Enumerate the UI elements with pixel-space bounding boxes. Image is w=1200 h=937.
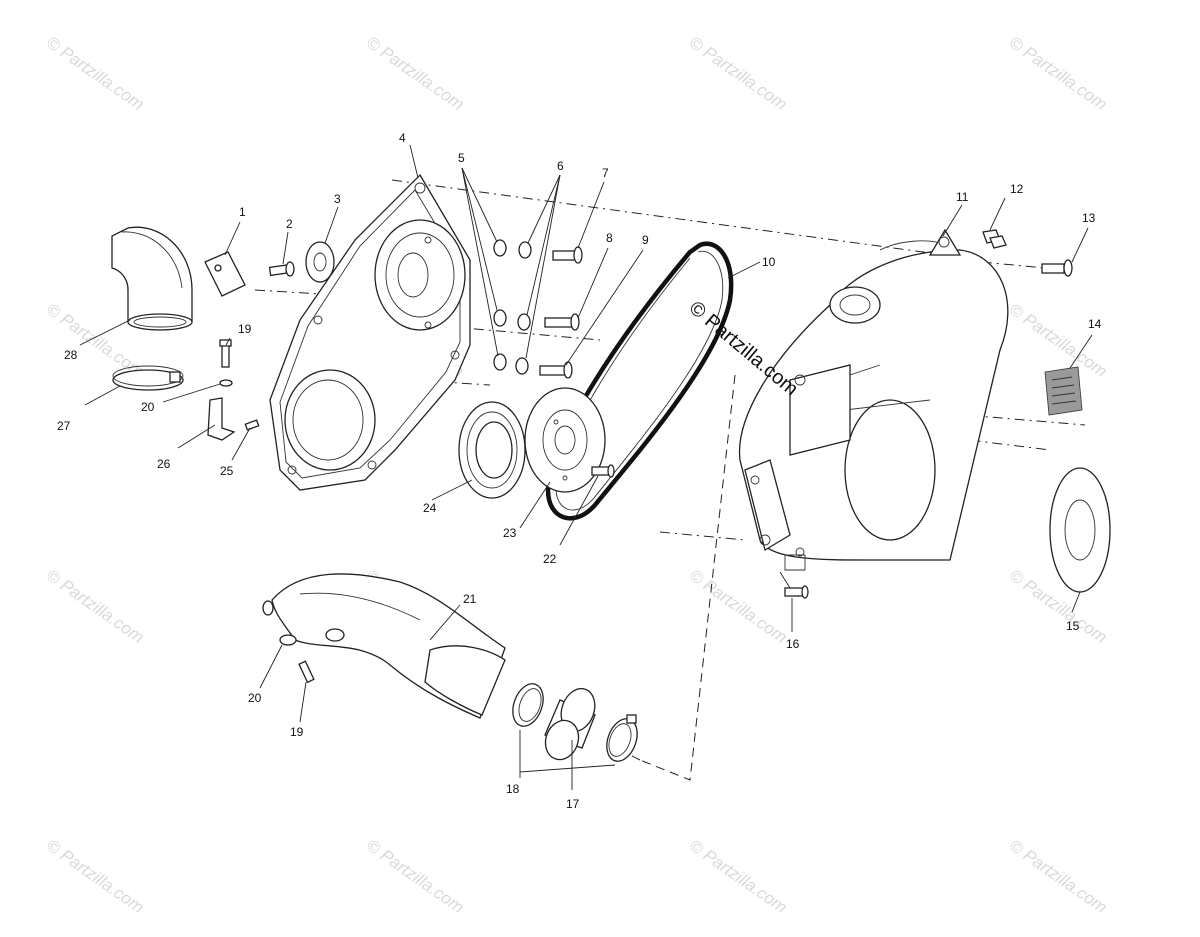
callout-labels: 1 2 3 4 5 6 7 8 9 10 11 12 13 14 15 16 1… [57,131,1102,811]
part-20-washer-upper [219,379,233,387]
part-20-washer-lower [279,634,297,646]
part-11-outer-cover [738,228,1009,571]
part-14-decal [1044,366,1083,416]
callout-20: 20 [141,400,155,414]
watermark-tile: © Partzilla.com [686,836,791,917]
callout-19: 19 [290,725,304,739]
callout-12: 12 [1010,182,1024,196]
part-18-clamp-left [512,683,544,727]
callout-27: 27 [57,419,71,433]
part-7-bolt [552,246,583,264]
part-22-bolt [591,464,615,478]
watermark-tile: © Partzilla.com [43,33,148,114]
part-27-clamp [112,365,184,391]
watermark-tile: © Partzilla.com [1006,33,1111,114]
callout-17: 17 [566,797,580,811]
callout-14: 14 [1088,317,1102,331]
callout-13: 13 [1082,211,1096,225]
callout-18: 18 [506,782,520,796]
callout-28: 28 [64,348,78,362]
callout-20: 20 [248,691,262,705]
callout-6: 6 [557,159,564,173]
part-2-bolt [268,261,295,277]
part-28-air-duct [111,226,193,331]
part-3-spacer [305,241,335,283]
callout-1: 1 [239,205,246,219]
part-5-washers [493,239,507,371]
callout-8: 8 [606,231,613,245]
callout-7: 7 [602,166,609,180]
part-21-duct-tube [262,573,506,719]
part-25-screw [244,419,260,431]
callout-9: 9 [642,233,649,247]
part-15-gasket [1049,467,1111,593]
callout-26: 26 [157,457,171,471]
callout-3: 3 [334,192,341,206]
part-23-sprocket [524,387,606,493]
part-13-screw [1041,259,1073,277]
callout-5: 5 [458,151,465,165]
part-19-screw-lower [298,660,315,684]
part-24-seal [458,401,526,499]
callout-2: 2 [286,217,293,231]
part-8-bolt [544,313,580,331]
part-19-screw-upper [219,339,232,368]
part-16-screw [784,585,809,599]
part-1-bracket [204,251,246,297]
callout-25: 25 [220,464,234,478]
part-9-bolt [539,361,573,379]
watermark-tile: © Partzilla.com [363,33,468,114]
part-17-coupler [544,687,596,761]
callout-22: 22 [543,552,557,566]
part-4-inner-cover [269,173,471,491]
part-10-belt [545,241,734,521]
callout-11: 11 [956,190,969,204]
leader-lines [79,144,1093,790]
watermark-tile: © Partzilla.com [686,566,791,647]
callout-21: 21 [463,592,477,606]
callout-4: 4 [399,131,406,145]
callout-24: 24 [423,501,437,515]
watermark-tile: © Partzilla.com [686,33,791,114]
callout-16: 16 [786,637,800,651]
callout-23: 23 [503,526,517,540]
watermark-tile: © Partzilla.com [363,836,468,917]
callout-10: 10 [762,255,776,269]
part-12-label [982,229,1007,249]
watermark-tile: © Partzilla.com [1006,836,1111,917]
watermark-tile: © Partzilla.com [43,566,148,647]
watermark-tile: © Partzilla.com [1006,300,1111,381]
part-18-clamp-right [606,714,638,762]
part-26-bracket [207,397,236,441]
callout-15: 15 [1066,619,1080,633]
callout-19: 19 [238,322,252,336]
watermark-tile: © Partzilla.com [43,836,148,917]
part-6-washers [515,241,532,375]
